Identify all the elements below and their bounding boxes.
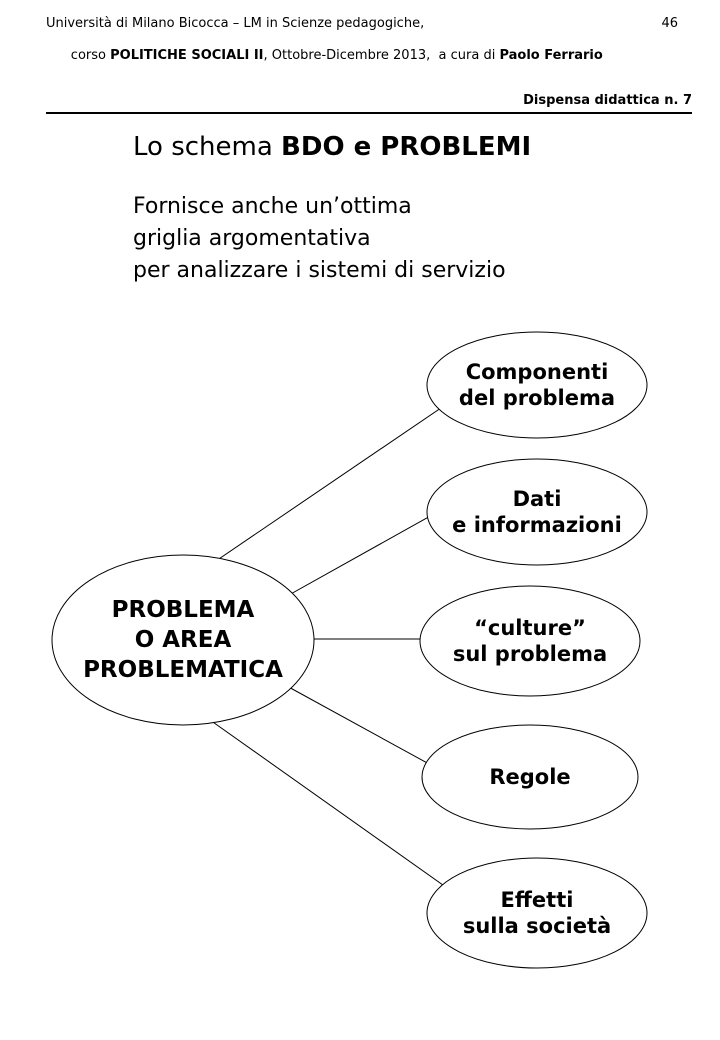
title-bold: BDO e PROBLEMI xyxy=(281,132,532,162)
diagram-ellipses xyxy=(51,331,648,969)
ellipse-problema xyxy=(51,554,315,726)
header-divider xyxy=(46,112,692,114)
bdo-problem-diagram: PROBLEMA O AREA PROBLEMATICA Componenti … xyxy=(0,300,720,1000)
node-culture-label: “culture” sul problema xyxy=(452,616,608,666)
connector-dati xyxy=(279,504,451,601)
page-header: Università di Milano Bicocca – LM in Sci… xyxy=(46,16,692,114)
node-regole-label: Regole xyxy=(489,765,571,789)
ellipse-dati xyxy=(426,458,648,566)
intro-text: Fornisce anche un’ottima griglia argomen… xyxy=(133,194,506,283)
ellipse-regole xyxy=(421,724,639,830)
connector-effetti xyxy=(209,719,451,891)
ellipse-effetti xyxy=(426,857,648,969)
connector-lines xyxy=(209,394,461,891)
header-line2: corso POLITICHE SOCIALI II, Ottobre-Dice… xyxy=(46,32,692,80)
author-name: Paolo Ferrario xyxy=(499,48,603,63)
header-line1: Università di Milano Bicocca – LM in Sci… xyxy=(46,16,692,32)
node-problema-label: PROBLEMA O AREA PROBLEMATICA xyxy=(83,597,283,683)
title-regular: Lo schema xyxy=(133,132,282,162)
course-prefix: corso xyxy=(70,48,111,63)
page-title: Lo schema BDO e PROBLEMI xyxy=(133,130,531,164)
course-dates: , Ottobre-Dicembre 2013, a cura di xyxy=(263,48,500,63)
node-dati-label: Dati e informazioni xyxy=(452,487,622,537)
node-componenti-label: Componenti del problema xyxy=(458,360,616,410)
connector-componenti xyxy=(209,394,461,566)
course-info-line1: Università di Milano Bicocca – LM in Sci… xyxy=(46,16,425,31)
node-effetti-label: Effetti sulla società xyxy=(462,888,612,938)
ellipse-componenti xyxy=(426,331,648,439)
connector-regole xyxy=(284,684,441,771)
page-number: 46 xyxy=(661,16,678,31)
dispensa-label: Dispensa didattica n. 7 xyxy=(523,93,692,108)
course-name: POLITICHE SOCIALI II xyxy=(110,48,264,63)
diagram-canvas xyxy=(51,331,648,969)
ellipse-culture xyxy=(419,585,641,697)
